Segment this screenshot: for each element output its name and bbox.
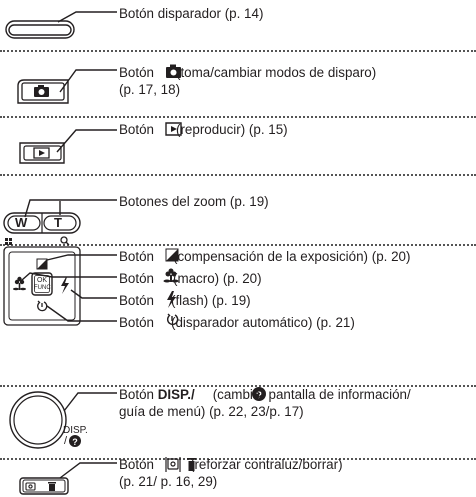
playback-row-text: Botón (reproducir) (p. 15): [119, 121, 288, 138]
selftimer-row-text: Botón (disparador automático) (p. 21): [119, 314, 355, 331]
backlight-pre: Botón: [119, 457, 154, 472]
exposure-compensation-icon: [37, 259, 47, 269]
exposure-pre: Botón: [119, 249, 154, 264]
selftimer-post: (disparador automático) (p. 21): [171, 315, 355, 330]
magnifier-icon: [61, 237, 69, 245]
self-timer-icon: [38, 301, 47, 311]
shutter-row-text: Botón disparador (p. 14): [119, 5, 263, 22]
help-inline-icon: ?: [252, 387, 266, 402]
disp-button-label: DISP.: [63, 425, 88, 436]
macro-post: (macro) (p. 20): [173, 271, 262, 286]
mode-pages: (p. 17, 18): [119, 82, 181, 97]
camera-inline-icon: [166, 64, 181, 78]
help-icon: ?: [69, 435, 81, 447]
cross-key-pad-icon: [4, 247, 117, 325]
separator: [0, 116, 476, 118]
zoom-t-label: T: [54, 215, 62, 230]
exposure-row-text: Botón (compensación de la exposición) (p.…: [119, 248, 410, 265]
flash-inline-icon: [167, 291, 176, 308]
self-timer-inline-icon: [168, 314, 178, 324]
disp-post: (cambiar pantalla de información/: [212, 387, 411, 402]
disp-button-icon: ?: [10, 392, 117, 448]
selftimer-pre: Botón: [119, 315, 154, 330]
disp-pages: guía de menú) (p. 22, 23/p. 17): [119, 404, 304, 419]
flash-pre: Botón: [119, 293, 154, 308]
mode-row-text: Botón (toma/cambiar modos de disparo) (p.…: [119, 64, 376, 98]
zoom-w-label: W: [15, 215, 28, 230]
backlight-inline-icon: [166, 457, 180, 472]
svg-text:?: ?: [256, 391, 262, 402]
zoom-buttons-icon: [4, 200, 117, 245]
mode-post: (toma/cambiar modos de disparo): [176, 65, 377, 80]
zoom-row-text: Botones del zoom (p. 19): [119, 193, 269, 210]
disp-button-slash: /: [64, 435, 68, 447]
separator: [0, 174, 476, 176]
mode-pre: Botón: [119, 65, 154, 80]
exposure-inline-icon: [166, 249, 178, 261]
camera-mode-button-icon: [18, 70, 117, 103]
func-label: FUNC: [34, 285, 51, 291]
disp-pre: Botón: [119, 387, 154, 402]
trash-inline-icon: [187, 458, 196, 471]
playback-pre: Botón: [119, 122, 154, 137]
flash-post: (flash) (p. 19): [171, 293, 251, 308]
ok-label: OK: [36, 277, 48, 284]
playback-post: (reproducir) (p. 15): [176, 122, 288, 137]
backlight-post: (reforzar contraluz/borrar): [190, 457, 343, 472]
shutter-label: Botón disparador (p. 14): [119, 6, 264, 21]
macro-row-text: Botón (macro) (p. 20): [119, 270, 262, 287]
backlight-pages: (p. 21/ p. 16, 29): [119, 474, 218, 489]
macro-pre: Botón: [119, 271, 154, 286]
flash-row-text: Botón (flash) (p. 19): [119, 292, 251, 309]
disp-row-text: Botón DISP./ (cambiar pantalla de informa…: [119, 386, 411, 420]
separator: [0, 458, 476, 460]
zoom-label: Botones del zoom (p. 19): [119, 194, 269, 209]
playback-button-icon: [20, 130, 117, 163]
separator: [0, 244, 476, 246]
exposure-post: (compensación de la exposición) (p. 20): [173, 249, 411, 264]
index-grid-icon: [5, 238, 12, 245]
flash-icon: [61, 277, 69, 294]
separator: [0, 50, 476, 52]
backlight-erase-button-icon: [20, 463, 117, 494]
shutter-button-icon: [6, 12, 117, 38]
trash-icon: [48, 482, 56, 491]
backlight-icon: [26, 483, 35, 490]
macro-inline-icon: [163, 268, 179, 283]
disp-bold: DISP./: [157, 387, 195, 402]
playback-inline-icon: [166, 123, 181, 135]
backlight-row-text: Botón (reforzar contraluz/borrar) (p. 21/…: [119, 456, 343, 490]
svg-text:?: ?: [72, 437, 78, 447]
macro-icon: [13, 276, 26, 291]
separator: [0, 385, 476, 387]
